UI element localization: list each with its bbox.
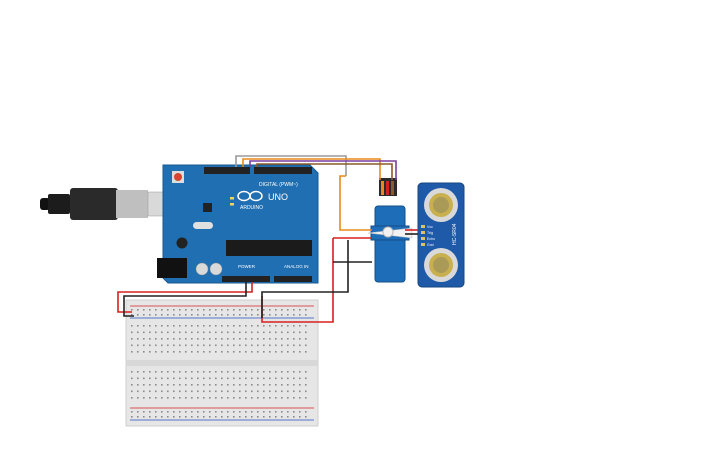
wire-brown[interactable] — [256, 163, 393, 180]
breadboard-holes — [131, 309, 307, 418]
arduino-logo-icon — [237, 190, 263, 202]
wire-black-gnd[interactable] — [123, 282, 247, 317]
wire-red-5v[interactable] — [117, 282, 253, 313]
breadboard[interactable] — [125, 299, 319, 427]
atmega-chip — [226, 240, 312, 256]
ultrasonic-pin-label: Gnd — [427, 243, 434, 247]
power-label: POWER — [238, 264, 256, 269]
analog-label: ANALOG IN — [284, 264, 309, 269]
ultrasonic-pin-label: Vcc — [427, 225, 433, 229]
wire-gray[interactable] — [235, 155, 347, 176]
wire-servo-signal[interactable] — [339, 175, 372, 231]
reset-button[interactable] — [174, 173, 182, 181]
usb-chip — [203, 203, 212, 212]
ultrasonic-pin-trig[interactable] — [421, 231, 425, 234]
ultrasonic-pin-label: Trig — [427, 231, 433, 235]
arduino-uno-board[interactable]: DIGITAL (PWM~) ARDUINO UNO POWER ANALOG … — [157, 164, 319, 284]
arduino-brand-label: ARDUINO — [240, 205, 263, 211]
ultrasonic-pin-gnd[interactable] — [421, 243, 425, 246]
wires[interactable] — [117, 155, 418, 323]
wire-black-rail[interactable] — [261, 240, 349, 318]
wire-purple[interactable] — [249, 160, 397, 180]
usb-cable[interactable] — [40, 188, 177, 220]
digital-header-label: DIGITAL (PWM~) — [259, 182, 298, 188]
power-jack[interactable] — [157, 258, 187, 278]
servo-motor[interactable] — [367, 178, 413, 283]
arduino-model-label: UNO — [268, 192, 288, 202]
wire-orange[interactable] — [242, 158, 381, 180]
crystal — [193, 222, 213, 229]
ultrasonic-model-label: HC-SR04 — [452, 223, 458, 245]
ultrasonic-pin-label: Echo — [427, 237, 435, 241]
ultrasonic-pin-vcc[interactable] — [421, 225, 425, 228]
ultrasonic-pin-echo[interactable] — [421, 237, 425, 240]
